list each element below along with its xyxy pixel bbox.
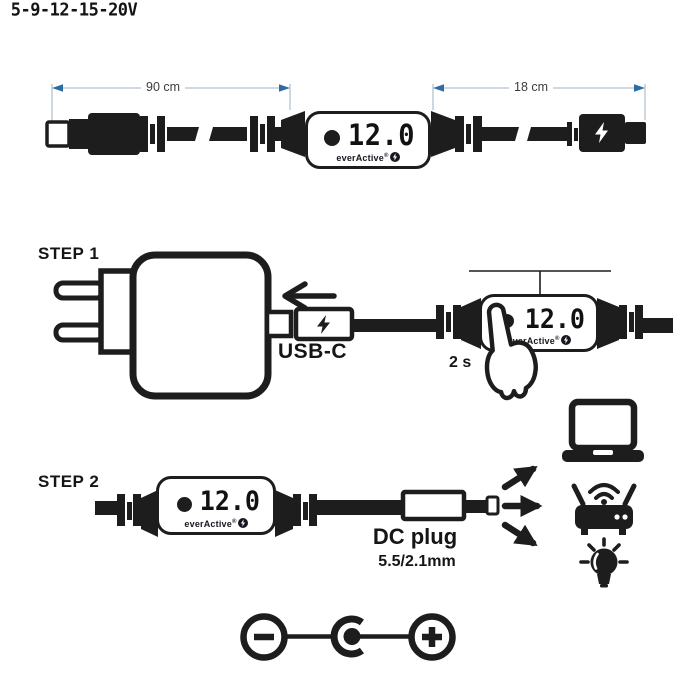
arrow-left-icon — [282, 281, 337, 311]
brand-bolt-icon — [389, 152, 400, 162]
arrow-to-laptop — [501, 465, 538, 491]
lightning-bolt-icon — [317, 315, 330, 334]
wall-adapter — [53, 251, 272, 400]
usb-c-plug-top — [579, 114, 646, 152]
voltage-options-label: 5-9-12-15-20V — [10, 0, 138, 21]
display-value: 12.0 — [199, 485, 260, 517]
polarity-center-pin-icon — [330, 615, 364, 658]
voltage-display-module: 12.0 everActive® — [305, 111, 431, 169]
display-value: 12.0 — [524, 303, 585, 335]
brand-reg: ® — [554, 336, 560, 342]
step1-title: STEP 1 — [38, 244, 100, 263]
step2-title: STEP 2 — [38, 472, 100, 491]
step2-cable — [95, 489, 500, 537]
brand-logo: everActive® — [159, 518, 273, 529]
arrow-to-bulb — [501, 521, 538, 547]
dc-plug-left — [45, 113, 165, 155]
brand-reg: ® — [231, 519, 237, 525]
dc-plug-step2 — [400, 489, 500, 522]
brand-logo: everActive® — [482, 335, 596, 346]
usb-c-plug-step1 — [264, 306, 436, 342]
lightning-bolt-icon — [595, 122, 608, 143]
display-value: 12.0 — [347, 119, 415, 153]
hand-press-icon — [484, 302, 538, 401]
brand-bolt-icon — [237, 518, 248, 528]
dc-plug-size-label: 5.5/2.1mm — [378, 553, 456, 570]
usb-c-label: USB-C — [278, 340, 347, 363]
dimension-label-90cm: 90 cm — [141, 80, 186, 94]
mode-button — [177, 497, 192, 512]
brand-name: everActive — [507, 336, 555, 346]
wifi-router-icon — [571, 483, 637, 535]
brand-name: everActive — [184, 519, 232, 529]
dimension-label-18cm: 18 cm — [509, 80, 554, 94]
laptop-icon — [562, 398, 644, 462]
dc-plug-label: DC plug — [372, 524, 458, 549]
voltage-display-module: 12.0 everActive® — [156, 476, 276, 535]
brand-name: everActive — [336, 153, 384, 163]
main-cable-illustration — [45, 111, 646, 157]
brand-reg: ® — [383, 153, 389, 159]
brand-bolt-icon — [560, 335, 571, 345]
press-time-label: 2 s — [449, 354, 472, 371]
mode-button — [324, 130, 340, 146]
polarity-diagram — [240, 613, 456, 661]
light-bulb-icon — [579, 537, 629, 588]
brand-logo: everActive® — [308, 152, 428, 163]
device-arrows — [501, 465, 543, 547]
